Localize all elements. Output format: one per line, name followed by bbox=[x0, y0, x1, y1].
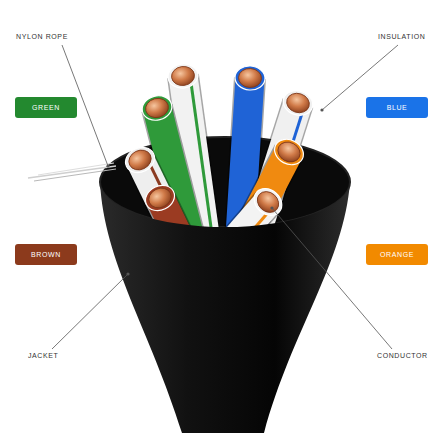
insulation-end bbox=[166, 62, 199, 90]
insulation-end bbox=[141, 181, 178, 216]
copper-conductor bbox=[144, 96, 171, 120]
color-name: BLUE bbox=[387, 104, 408, 111]
leader-lines bbox=[52, 45, 398, 349]
copper-conductor bbox=[274, 138, 303, 165]
leader-dots bbox=[106, 108, 323, 275]
color-name: GREEN bbox=[32, 104, 60, 111]
part-label: NYLON ROPE bbox=[16, 33, 68, 40]
part-label: CONDUCTOR bbox=[377, 352, 428, 359]
leader-line bbox=[272, 208, 392, 349]
rope-strand bbox=[38, 163, 114, 175]
color-name: BROWN bbox=[31, 251, 61, 258]
color-tag: GREEN bbox=[15, 97, 77, 118]
copper-conductor bbox=[146, 184, 175, 211]
copper-conductor bbox=[284, 90, 312, 115]
insulation-end bbox=[234, 65, 265, 91]
rope-strand bbox=[28, 166, 116, 178]
part-label: INSULATION bbox=[378, 33, 426, 40]
insulation-end bbox=[280, 87, 316, 119]
copper-conductor bbox=[238, 68, 262, 88]
part-label: JACKET bbox=[28, 352, 58, 359]
cable-jacket bbox=[100, 182, 350, 433]
insulation-end bbox=[121, 143, 158, 178]
color-name: ORANGE bbox=[380, 251, 414, 258]
copper-conductor bbox=[170, 65, 195, 87]
leader-dot bbox=[320, 108, 323, 111]
leader-dot bbox=[106, 164, 109, 167]
insulation-end bbox=[140, 93, 175, 124]
leader-dot bbox=[270, 206, 273, 209]
color-tag: BROWN bbox=[15, 244, 77, 265]
leader-line bbox=[52, 274, 128, 349]
color-tag: BLUE bbox=[366, 97, 428, 118]
copper-conductor bbox=[253, 187, 283, 216]
copper-conductor bbox=[125, 146, 154, 173]
rope-strand bbox=[34, 169, 116, 181]
insulation-end bbox=[270, 134, 308, 169]
leader-dot bbox=[126, 272, 129, 275]
insulation-end bbox=[249, 183, 287, 221]
nylon-rope bbox=[28, 163, 116, 181]
color-tag: ORANGE bbox=[366, 244, 428, 265]
